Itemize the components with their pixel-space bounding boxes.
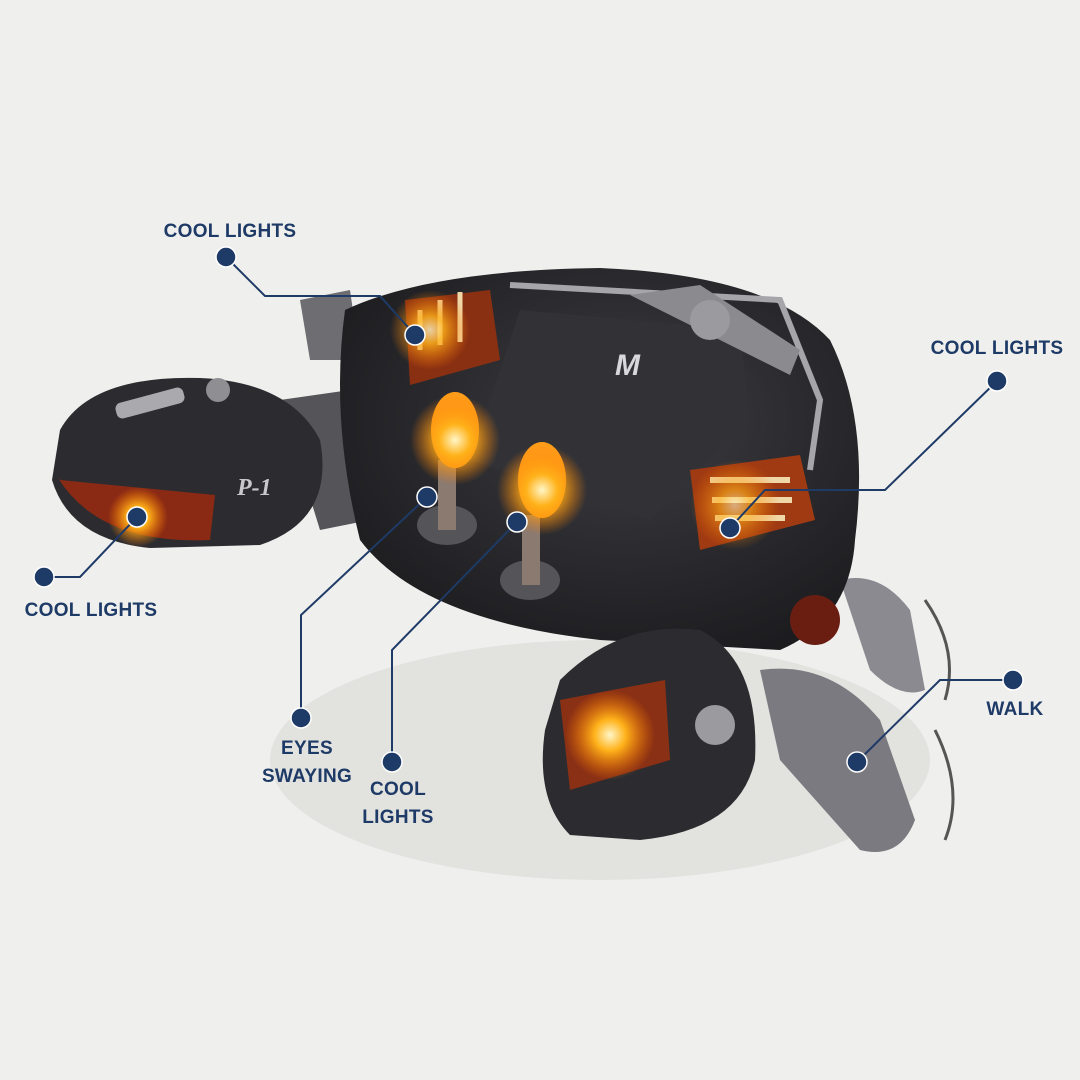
callout-text: COOL LIGHTS — [163, 221, 297, 242]
callout-text: LIGHTS — [362, 807, 434, 828]
callout-shell-side-lights: COOL LIGHTS — [931, 335, 1064, 363]
callout-head-lights: COOL LIGHTS — [25, 597, 158, 625]
callout-text: COOL — [369, 779, 427, 800]
callout-eyes-swaying: EYES SWAYING — [262, 735, 352, 791]
callout-walk: WALK — [986, 696, 1043, 724]
callout-text: COOL LIGHTS — [24, 600, 158, 621]
callout-text: COOL LIGHTS — [930, 338, 1064, 359]
eye-left — [410, 392, 500, 545]
callout-text: EYES — [281, 738, 333, 759]
shell-logo: M — [615, 349, 641, 382]
callout-text: WALK — [986, 699, 1044, 720]
callout-lines — [44, 256, 1013, 763]
callout-dots — [33, 246, 1024, 773]
callout-eye-lights: COOL LIGHTS — [362, 776, 433, 832]
callout-shell-top-lights: COOL LIGHTS — [164, 218, 297, 246]
callout-text: SWAYING — [261, 766, 353, 787]
product-badge: P-1 — [236, 475, 272, 501]
leg-right — [760, 578, 955, 852]
